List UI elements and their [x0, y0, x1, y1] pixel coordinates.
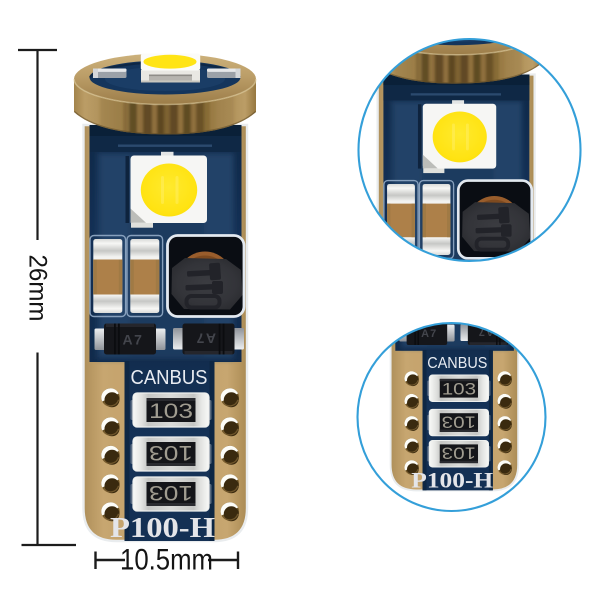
svg-text:26mm: 26mm — [24, 255, 52, 322]
svg-text:10.5mm: 10.5mm — [120, 544, 213, 577]
